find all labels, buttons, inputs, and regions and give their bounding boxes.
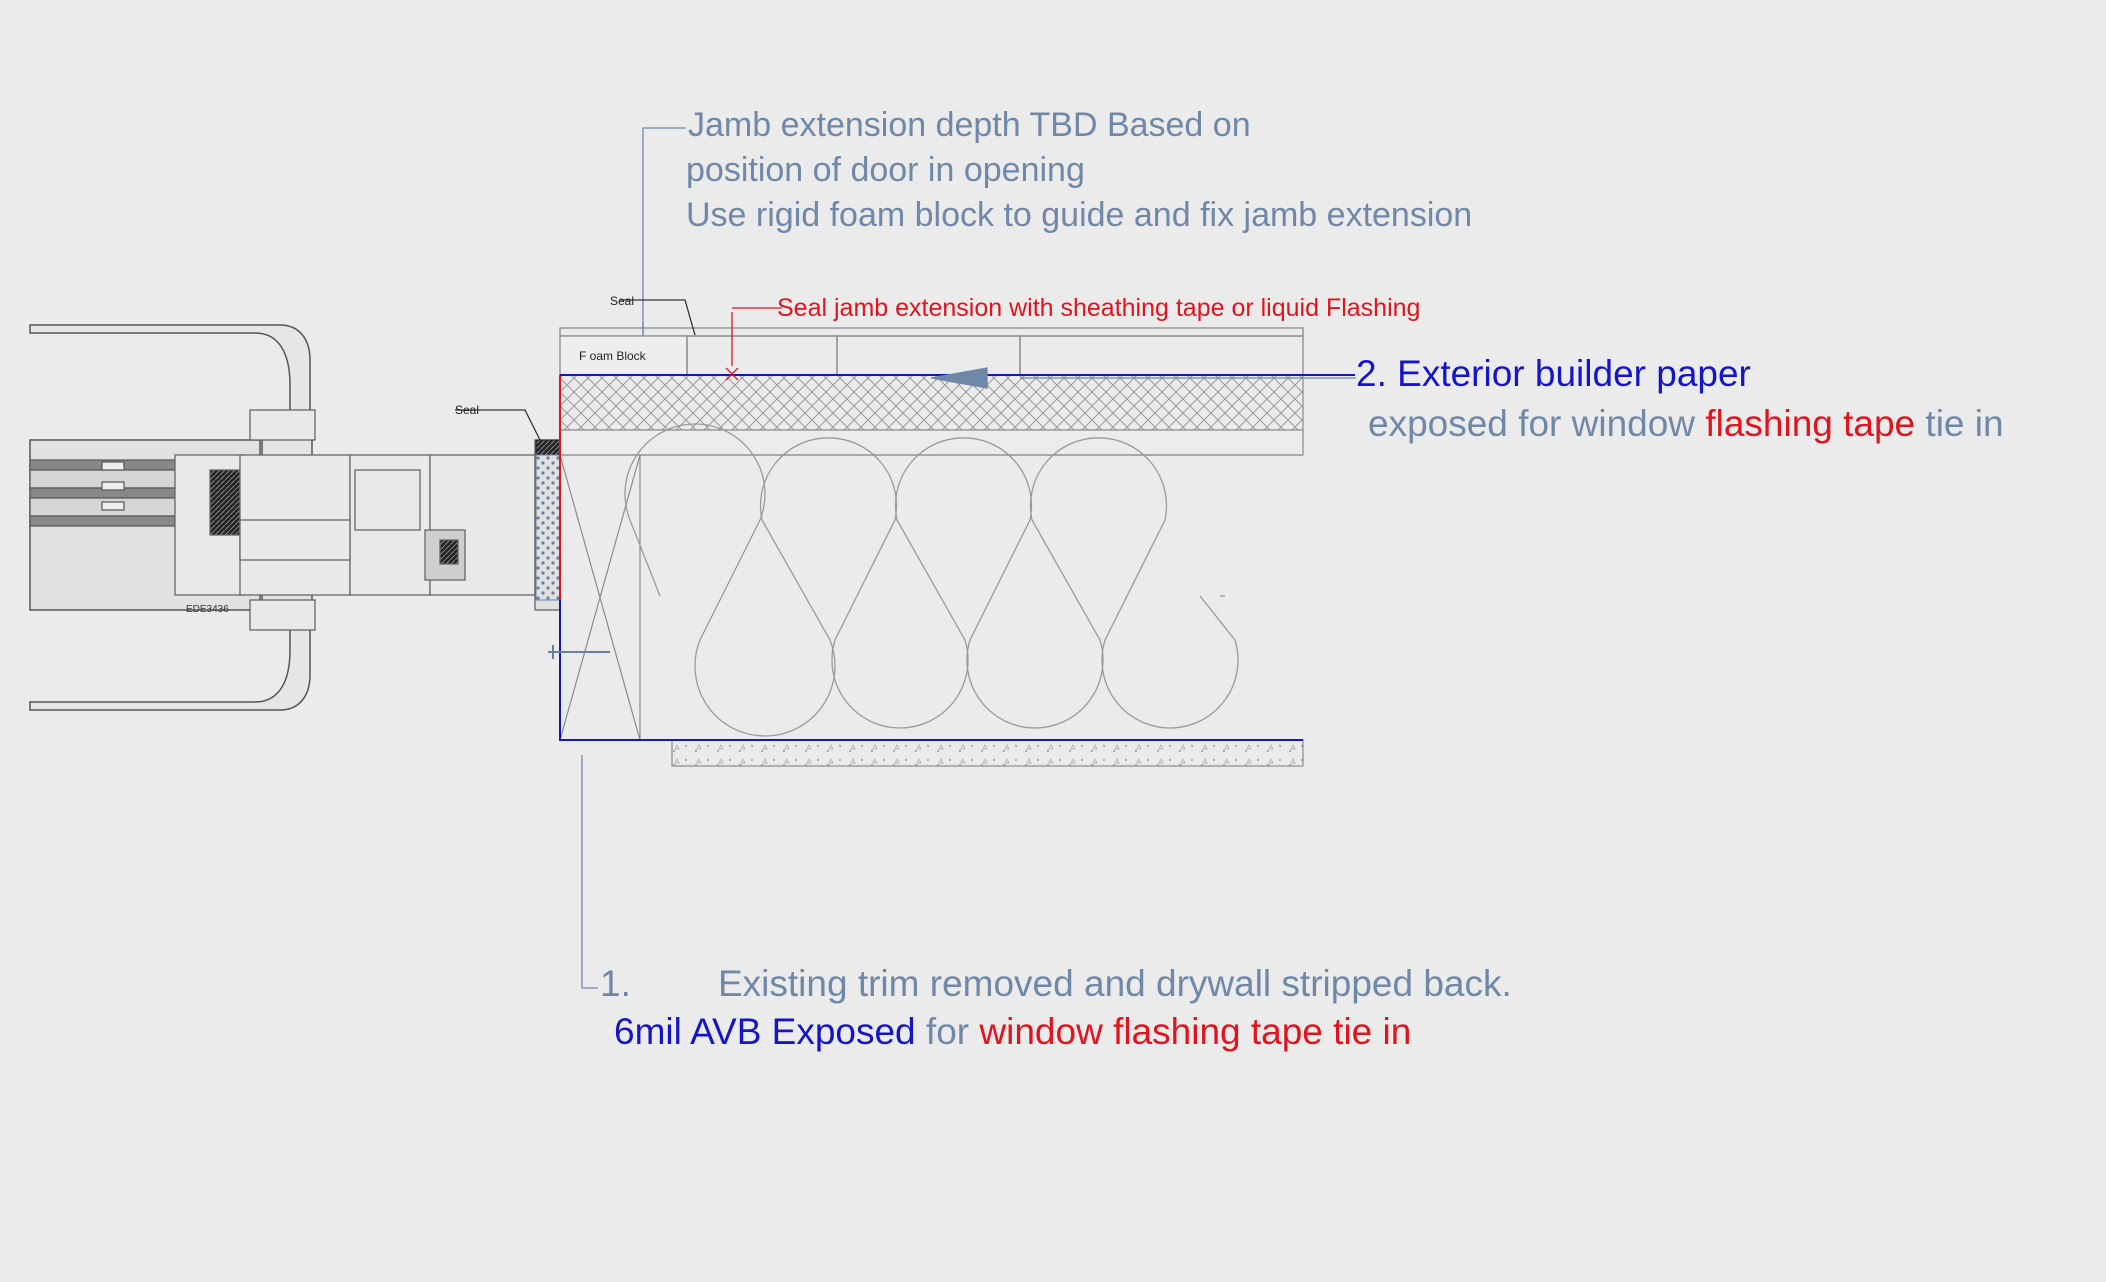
trim-note-number: 1. (600, 963, 631, 1004)
builder-paper-note-2b: flashing tape (1705, 403, 1915, 444)
seal-label-top: Seal (610, 294, 634, 308)
builder-paper-note-2c: tie in (1915, 403, 2003, 444)
jamb-note-line2: position of door in opening (686, 151, 1085, 189)
seal-and-foam (535, 439, 561, 601)
fastener (548, 645, 610, 659)
sheathing-board (559, 429, 1304, 456)
profile-code-label: EDE3436 (186, 604, 229, 615)
seal-label-left: Seal (455, 403, 479, 417)
stud-cavity (559, 454, 1303, 741)
foam-block (559, 335, 688, 376)
trim-note-line2: 6mil AVB Exposed for window flashing tap… (614, 1011, 1411, 1052)
door-glazing-unit (29, 459, 206, 527)
builder-paper-note-line2: exposed for window flashing tape tie in (1368, 403, 2004, 444)
leader-lines (455, 127, 1356, 989)
trim-note-2c: window flashing tape tie in (978, 1011, 1411, 1052)
builder-paper-note-2a: exposed for window (1368, 403, 1705, 444)
drywall (671, 739, 1304, 767)
avb-line (559, 600, 1303, 741)
seal-jamb-note: Seal jamb extension with sheathing tape … (777, 294, 1420, 322)
trim-note-line1: Existing trim removed and drywall stripp… (718, 963, 1512, 1004)
builder-paper-note-line1: 2. Exterior builder paper (1356, 353, 1751, 394)
trim-note-2b: for (916, 1011, 980, 1052)
foam-block-label: F oam Block (579, 349, 647, 363)
exterior-cladding (559, 327, 1304, 376)
jamb-note-line3: Use rigid foam block to guide and fix ja… (686, 196, 1472, 234)
jamb-note-line1: Jamb extension depth TBD Based on (688, 106, 1251, 144)
batt-insulation-loops (624, 423, 1239, 737)
rigid-insulation (559, 374, 1304, 431)
trim-note-2a: 6mil AVB Exposed (614, 1011, 916, 1052)
